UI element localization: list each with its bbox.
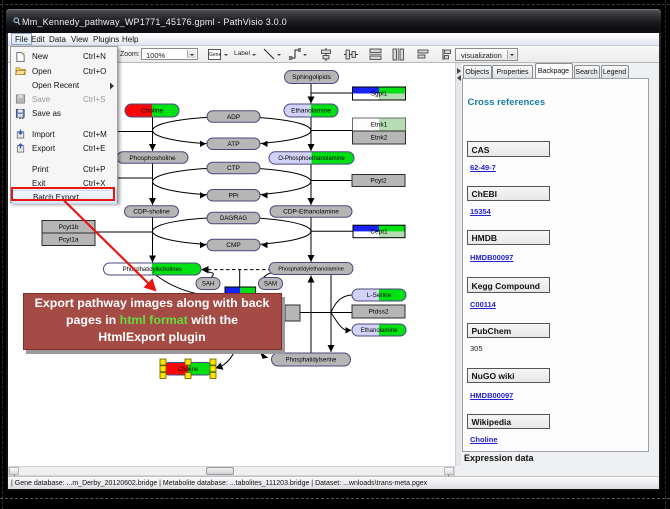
svg-text:Sphingolipids: Sphingolipids — [292, 74, 331, 81]
svg-text:Ethanolamine: Ethanolamine — [361, 328, 398, 334]
svg-text:Phosphatidylserine: Phosphatidylserine — [286, 358, 337, 364]
svg-text:CDP-sholine: CDP-sholine — [133, 209, 170, 216]
svg-text:Pcyt2: Pcyt2 — [370, 178, 387, 185]
svg-text:L-Serine: L-Serine — [367, 292, 392, 299]
svg-text:Ethanolamine: Ethanolamine — [291, 108, 331, 115]
svg-text:Etnk1: Etnk1 — [371, 122, 388, 129]
svg-text:SAH: SAH — [202, 282, 214, 288]
svg-text:Pcyt1b: Pcyt1b — [59, 224, 79, 231]
svg-text:Ptdss2: Ptdss2 — [369, 309, 389, 316]
svg-text:Phosphatidylethanolamine: Phosphatidylethanolamine — [278, 266, 344, 272]
svg-text:Etnk2: Etnk2 — [371, 135, 388, 142]
svg-text:CDP-Ethanolamine: CDP-Ethanolamine — [283, 209, 339, 216]
svg-text:Sgpl1: Sgpl1 — [371, 91, 388, 98]
svg-text:CTP: CTP — [227, 165, 240, 172]
svg-text:Choline: Choline — [178, 367, 199, 373]
svg-text:Pcyt1a: Pcyt1a — [59, 236, 79, 243]
svg-text:SAM: SAM — [264, 282, 277, 288]
svg-text:Phosphosholine: Phosphosholine — [129, 155, 176, 162]
svg-text:CMP: CMP — [226, 242, 240, 249]
svg-text:ATP: ATP — [227, 141, 239, 148]
svg-text:Choline: Choline — [141, 108, 163, 115]
svg-text:O-Phosphoethanolamine: O-Phosphoethanolamine — [278, 156, 345, 162]
svg-text:DAG⁄RAG: DAG⁄RAG — [220, 216, 247, 222]
svg-text:ADP: ADP — [227, 114, 240, 121]
svg-text:Cept1: Cept1 — [370, 229, 388, 236]
svg-text:Phosphatidylkcholines: Phosphatidylkcholines — [123, 267, 182, 273]
svg-text:PPi: PPi — [228, 192, 238, 199]
